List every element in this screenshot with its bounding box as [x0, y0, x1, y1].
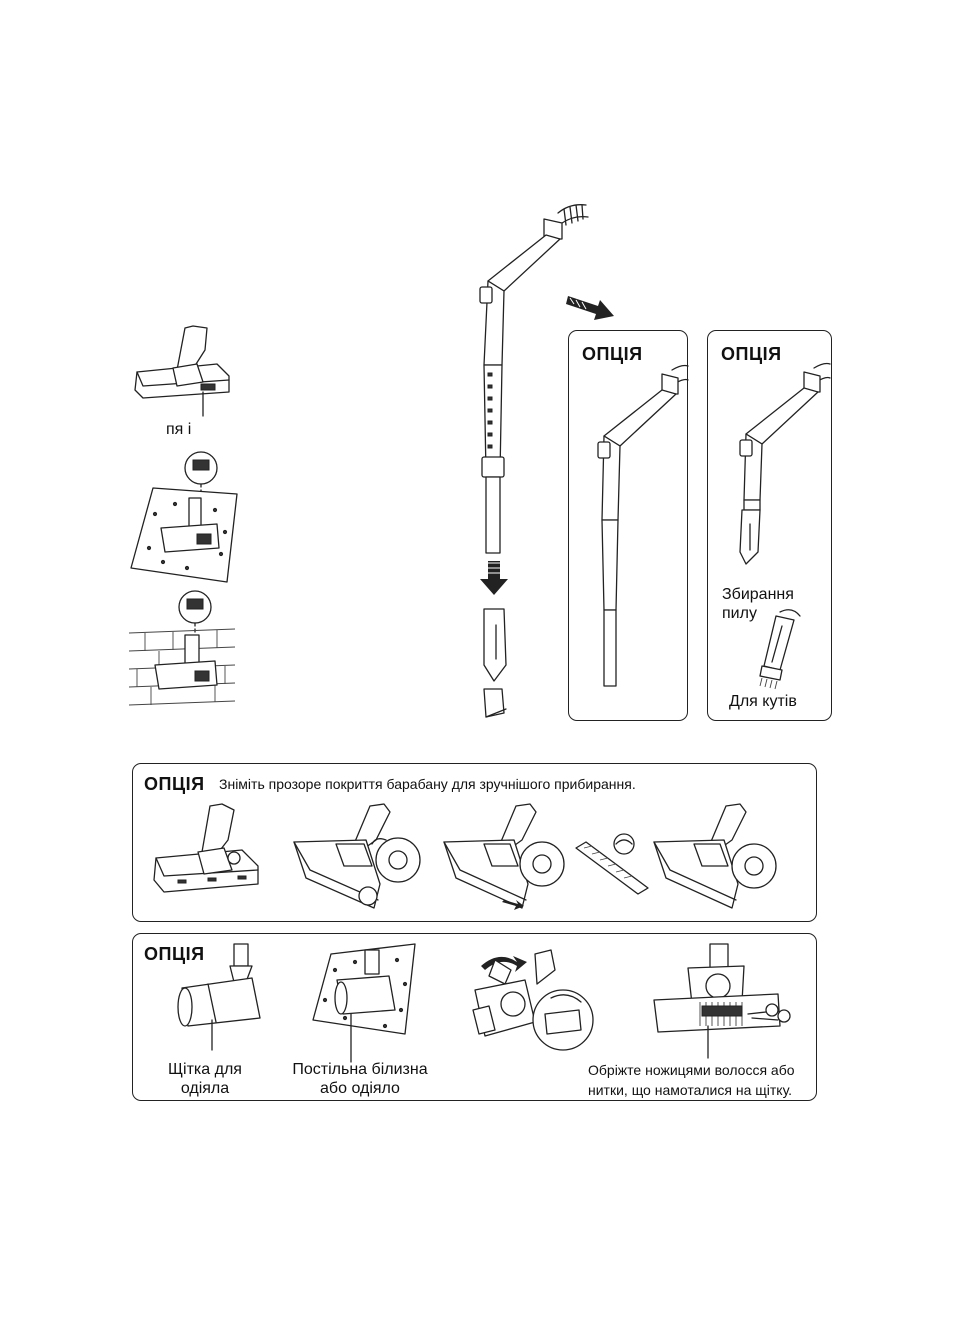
hard-floor-mode-illustration — [125, 585, 245, 720]
floor-nozzle-fragment-label: пя і — [166, 420, 191, 439]
cut-hair-instruction: Обріжте ножицями волосся або нитки, що н… — [588, 1060, 813, 1100]
corner-tool-label: Для кутів — [729, 692, 797, 711]
corner-brush-illustration — [752, 606, 812, 692]
blanket-brush-label: Щітка для одіяла — [150, 1060, 260, 1098]
pipe-assembled-illustration — [590, 360, 690, 690]
bedding-cleaning-illustration — [305, 940, 420, 1065]
drum-instruction-text: Зніміть прозоре покриття барабану для зр… — [219, 774, 636, 794]
bedding-label: Постільна білизна або одіяло — [270, 1060, 450, 1098]
drum-step-1-illustration — [148, 800, 268, 905]
drum-roller-illustration — [572, 830, 652, 900]
blanket-brush-illustration — [172, 940, 267, 1050]
pipe-with-crevice-illustration — [720, 360, 830, 570]
cut-hair-illustration — [648, 940, 798, 1058]
drum-step-2-illustration — [288, 800, 428, 912]
drum-option-label: ОПЦІЯ — [144, 774, 205, 795]
carpet-mode-illustration — [125, 444, 245, 584]
drum-step-3-illustration — [440, 800, 570, 915]
brush-cover-removal-illustration — [455, 940, 595, 1060]
drum-step-5-illustration — [650, 800, 785, 912]
diagonal-arrow-icon — [566, 290, 616, 326]
